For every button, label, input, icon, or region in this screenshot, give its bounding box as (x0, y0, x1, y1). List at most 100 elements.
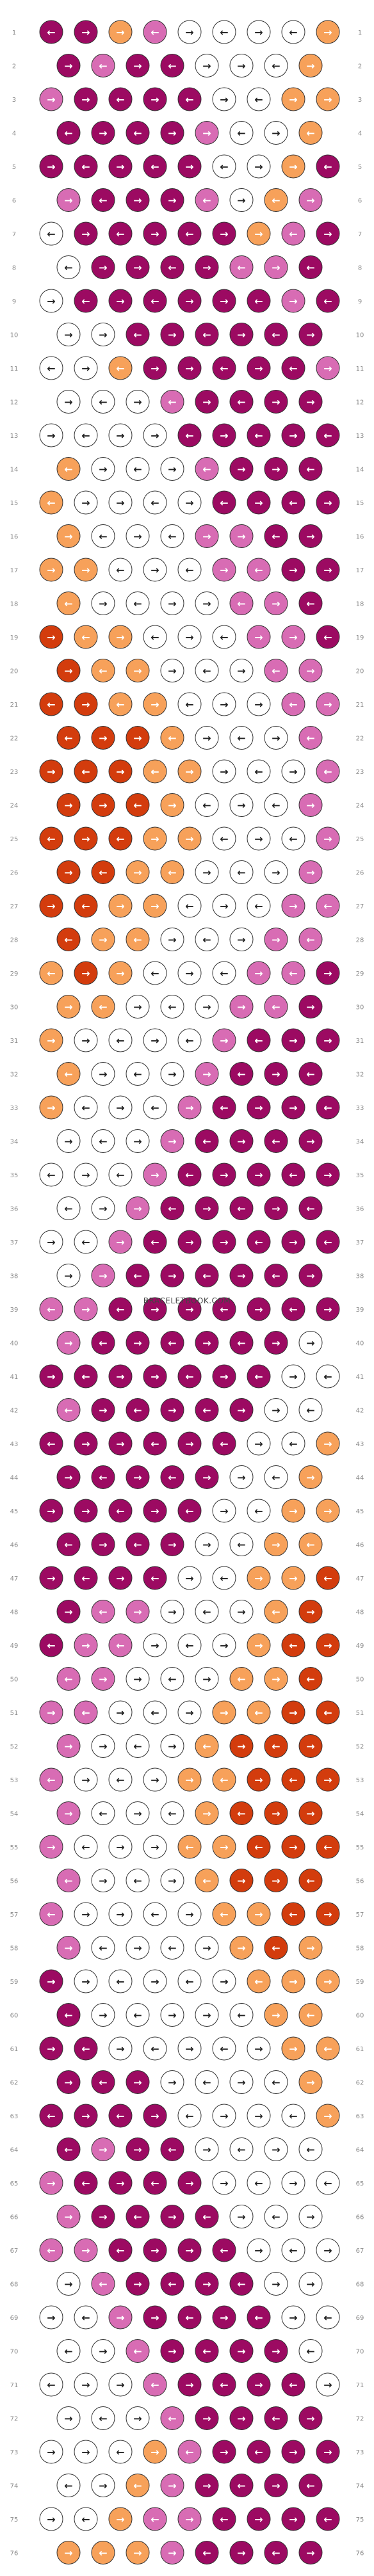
arrow-left-icon: ← (272, 1942, 280, 1954)
arrow-left-icon: ← (220, 833, 228, 845)
arrow-left-icon: ← (99, 1942, 107, 1954)
arrow-right-icon: → (185, 1707, 193, 1719)
arrow-right-icon: → (99, 1539, 107, 1551)
row-number-left: 44 (10, 1475, 19, 1482)
knot: ← (39, 490, 63, 515)
arrow-right-icon: → (81, 1505, 90, 1517)
arrow-right-icon: → (202, 732, 211, 745)
knot: → (91, 1062, 115, 1086)
knot: → (281, 87, 305, 111)
knot: → (177, 20, 202, 44)
knot: → (281, 2036, 305, 2061)
knot: → (195, 1801, 219, 1825)
knot: ← (177, 1969, 202, 1993)
knot: ← (160, 390, 184, 414)
knot: ← (126, 928, 150, 951)
knot: ← (264, 2070, 288, 2094)
knot: → (298, 1734, 323, 1758)
arrow-left-icon: ← (306, 1405, 314, 1417)
arrow-right-icon: → (99, 1875, 107, 1887)
arrow-right-icon: → (323, 698, 332, 711)
row-number-right: 40 (356, 1340, 364, 1348)
arrow-right-icon: → (306, 2413, 314, 2425)
arrow-right-icon: → (116, 1438, 124, 1450)
knot: ← (126, 2339, 150, 2363)
knot: → (126, 1600, 150, 1623)
arrow-right-icon: → (185, 2379, 193, 2391)
arrow-left-icon: ← (306, 1875, 314, 1887)
arrow-left-icon: ← (220, 631, 228, 643)
arrow-right-icon: → (81, 1908, 90, 1920)
knot: ← (56, 2137, 81, 2161)
knot: → (74, 2372, 98, 2397)
arrow-right-icon: → (272, 732, 280, 745)
arrow-left-icon: ← (272, 1472, 280, 1484)
row-number-left: 75 (10, 2516, 19, 2524)
knot: → (56, 1331, 81, 1355)
knot: → (195, 2474, 219, 2497)
knot: → (247, 692, 271, 716)
row-number-left: 60 (10, 2013, 19, 2020)
knot: → (247, 2238, 271, 2262)
row-number-left: 73 (10, 2449, 19, 2456)
knot: ← (177, 894, 202, 918)
row-number-left: 6 (12, 198, 16, 205)
knot: → (91, 1196, 115, 1220)
knot: → (56, 1936, 81, 1960)
knot: ← (143, 1700, 167, 1725)
knot: ← (160, 726, 184, 750)
arrow-right-icon: → (220, 1707, 228, 1719)
knot: → (177, 356, 202, 380)
knot: → (143, 1767, 167, 1792)
row-number-right: 31 (356, 1038, 364, 1045)
arrow-left-icon: ← (150, 1908, 159, 1920)
knot: → (264, 2137, 288, 2161)
knot: ← (264, 793, 288, 817)
row-number-left: 55 (10, 1844, 19, 1851)
arrow-left-icon: ← (237, 2480, 245, 2492)
knot: ← (143, 2372, 167, 2397)
arrow-right-icon: → (306, 800, 314, 812)
knot: ← (126, 1062, 150, 1086)
knot: → (281, 2507, 305, 2531)
knot: → (229, 188, 254, 212)
knot: → (39, 2440, 63, 2464)
arrow-right-icon: → (99, 1741, 107, 1753)
knot: → (160, 1734, 184, 1758)
arrow-right-icon: → (81, 833, 90, 845)
knot: → (91, 928, 115, 951)
knot: ← (281, 961, 305, 985)
knot: → (126, 255, 150, 279)
arrow-left-icon: ← (133, 1539, 142, 1551)
knot: ← (91, 1600, 115, 1623)
arrow-left-icon: ← (116, 698, 124, 711)
arrow-right-icon: → (99, 329, 107, 341)
arrow-left-icon: ← (133, 127, 142, 140)
arrow-right-icon: → (202, 396, 211, 408)
arrow-right-icon: → (150, 1505, 159, 1517)
knot: ← (160, 1331, 184, 1355)
arrow-left-icon: ← (289, 1908, 297, 1920)
arrow-right-icon: → (47, 1371, 55, 1383)
arrow-right-icon: → (99, 2144, 107, 2156)
arrow-right-icon: → (116, 1841, 124, 1853)
row-number-left: 53 (10, 1777, 19, 1784)
arrow-left-icon: ← (254, 1505, 263, 1517)
knot: ← (74, 154, 98, 179)
knot: ← (247, 1364, 271, 1389)
arrow-right-icon: → (168, 598, 176, 610)
knot: → (264, 1062, 288, 1086)
arrow-left-icon: ← (237, 1673, 245, 1686)
row-number-right: 30 (356, 1004, 364, 1011)
arrow-right-icon: → (202, 867, 211, 879)
arrow-right-icon: → (254, 161, 263, 173)
knot: ← (247, 1028, 271, 1052)
knot: → (298, 2272, 323, 2296)
knot: → (212, 221, 236, 246)
knot: ← (212, 1095, 236, 1120)
knot: → (281, 2171, 305, 2195)
knot: → (126, 1936, 150, 1960)
knot: → (177, 2036, 202, 2061)
arrow-left-icon: ← (185, 1639, 193, 1652)
arrow-right-icon: → (150, 1639, 159, 1652)
